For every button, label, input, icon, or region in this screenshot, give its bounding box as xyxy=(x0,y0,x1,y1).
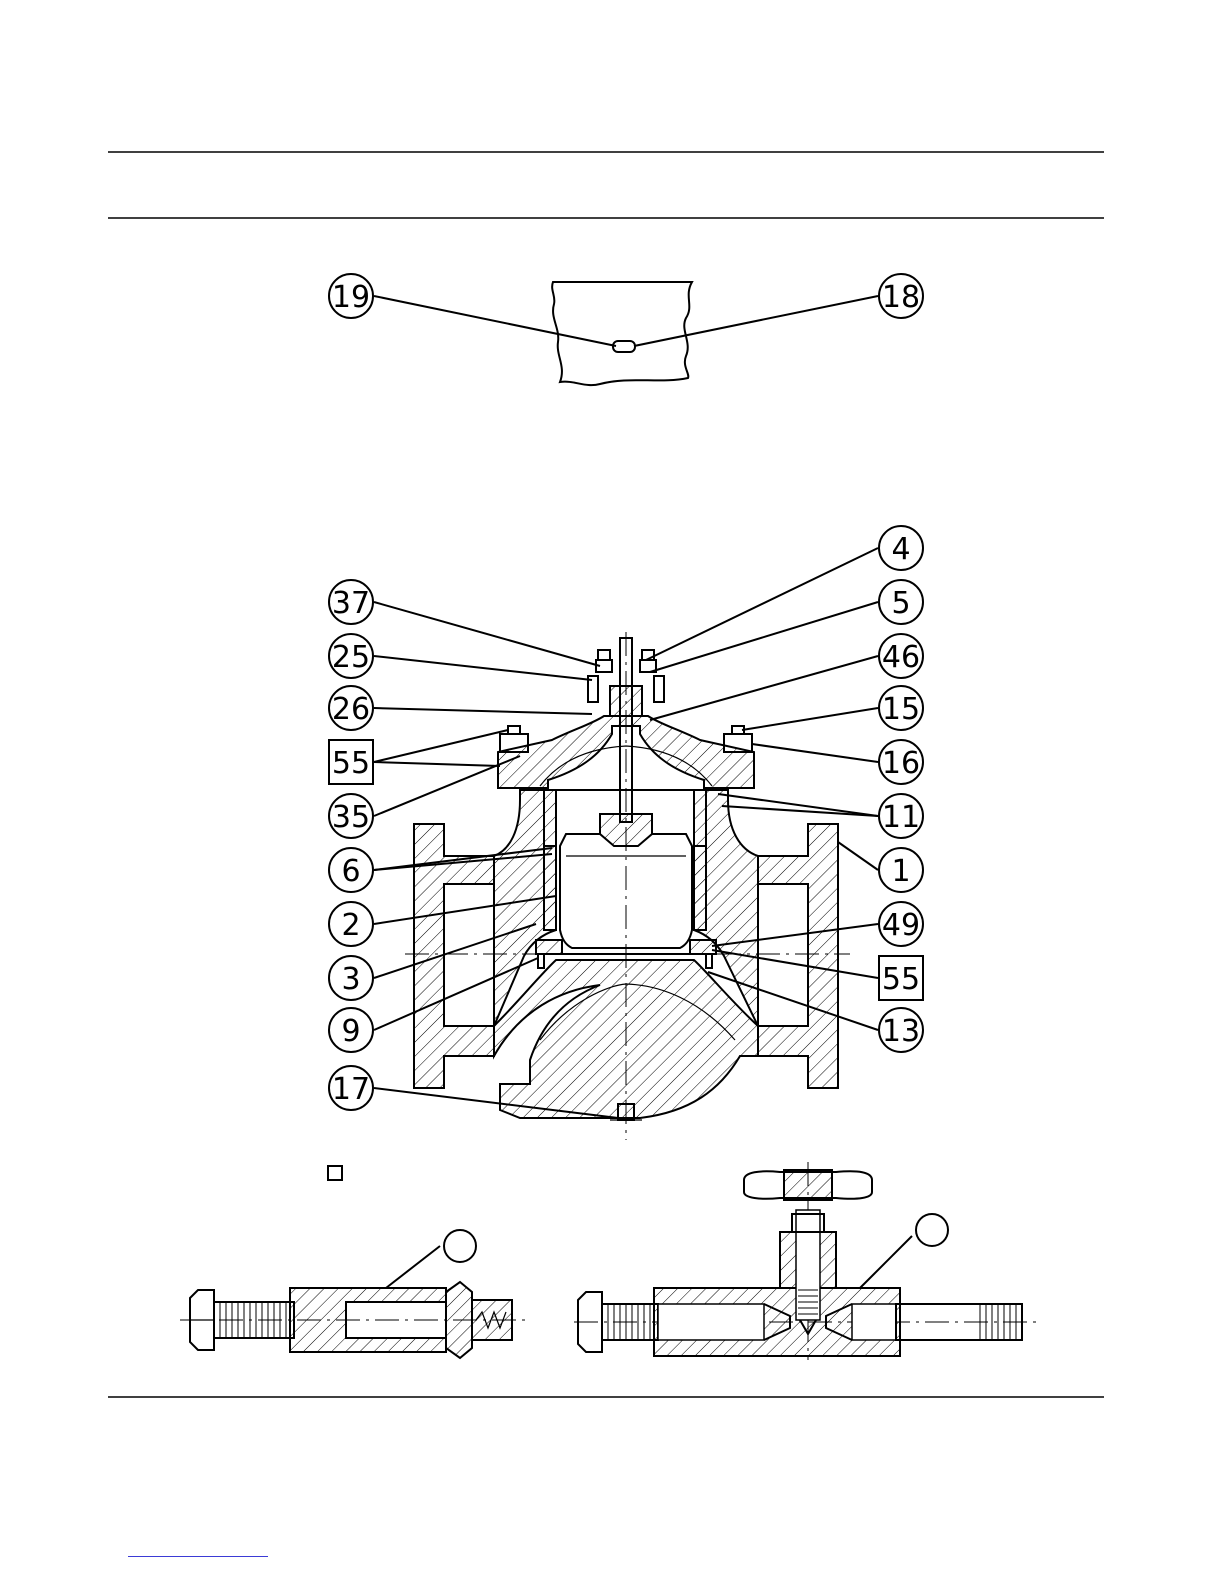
callout-55-spare-part-2: 55 xyxy=(879,956,923,1000)
svg-text:9: 9 xyxy=(341,1014,360,1049)
svg-text:17: 17 xyxy=(332,1072,370,1107)
svg-text:11: 11 xyxy=(882,800,920,835)
callout-13: 13 xyxy=(879,1008,923,1052)
svg-text:16: 16 xyxy=(882,746,920,781)
svg-text:4: 4 xyxy=(891,532,910,567)
callout-49: 49 xyxy=(879,902,923,946)
callout-9: 9 xyxy=(329,1008,373,1052)
callout-6: 6 xyxy=(329,848,373,892)
svg-text:25: 25 xyxy=(332,640,370,675)
callout-3: 3 xyxy=(329,956,373,1000)
callout-4: 4 xyxy=(879,526,923,570)
valve-cross-section xyxy=(405,632,850,1140)
callout-1: 1 xyxy=(879,848,923,892)
svg-text:1: 1 xyxy=(891,854,910,889)
callout-15: 15 xyxy=(879,686,923,730)
callout-25: 25 xyxy=(329,634,373,678)
svg-text:37: 37 xyxy=(332,586,370,621)
callout-26: 26 xyxy=(329,686,373,730)
drain-valve-assembly xyxy=(574,1162,1036,1360)
callout-37: 37 xyxy=(329,580,373,624)
callout-17: 17 xyxy=(329,1066,373,1110)
svg-text:46: 46 xyxy=(882,640,920,675)
svg-text:19: 19 xyxy=(332,280,370,315)
callout-2: 2 xyxy=(329,902,373,946)
callout-16: 16 xyxy=(879,740,923,784)
callout-18: 18 xyxy=(879,274,923,318)
callout-19: 19 xyxy=(329,274,373,318)
callout-35: 35 xyxy=(329,794,373,838)
legend-square xyxy=(328,1166,342,1180)
svg-text:35: 35 xyxy=(332,800,370,835)
callout-55-spare-part: 55 xyxy=(329,740,373,784)
svg-text:18: 18 xyxy=(882,280,920,315)
callout-11: 11 xyxy=(879,794,923,838)
callout-5: 5 xyxy=(879,580,923,624)
svg-text:3: 3 xyxy=(341,962,360,997)
svg-text:49: 49 xyxy=(882,908,920,943)
svg-text:26: 26 xyxy=(332,692,370,727)
svg-text:5: 5 xyxy=(891,586,910,621)
svg-text:2: 2 xyxy=(341,908,360,943)
footer-link[interactable] xyxy=(128,1556,268,1557)
svg-text:15: 15 xyxy=(882,692,920,727)
svg-text:55: 55 xyxy=(332,746,370,781)
svg-text:6: 6 xyxy=(341,854,360,889)
callout-46: 46 xyxy=(879,634,923,678)
svg-text:13: 13 xyxy=(882,1014,920,1049)
svg-text:55: 55 xyxy=(882,962,920,997)
nameplate-detail xyxy=(374,282,878,385)
drain-plug-assembly xyxy=(180,1230,530,1358)
